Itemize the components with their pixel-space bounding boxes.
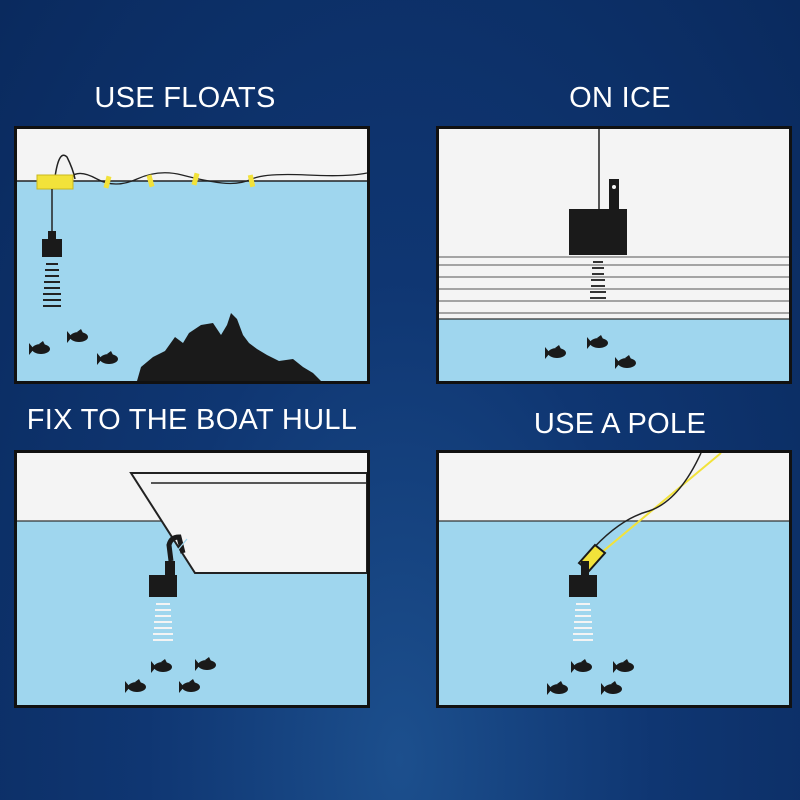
fish [601,681,622,695]
on-ice-panel [436,126,792,384]
fish [29,341,50,355]
transducer-mount [165,561,175,577]
fish-group [29,329,118,365]
fish [613,659,634,673]
bracket-arm [176,538,188,552]
boat-hull-panel [14,450,370,708]
transducer [569,209,627,255]
mount-hole [612,185,616,189]
use-floats-panel [14,126,370,384]
sonar-waves [43,263,61,307]
transducer [149,575,177,597]
transducer [569,575,597,597]
transducer-mount [48,231,56,241]
on-ice-illustration [439,129,789,381]
ice-layers [439,256,789,314]
boat-hull-illustration [17,472,367,705]
fish [179,679,200,693]
fish [195,657,216,671]
fish [587,335,608,349]
water [439,521,789,705]
fish-group [125,657,216,693]
transducer-mount [609,179,619,211]
fish-group [547,659,634,695]
rocky-bottom [137,313,321,381]
fish [545,345,566,359]
small-float [191,172,200,186]
fish [615,355,636,369]
cable [54,154,76,180]
sonar-waves [153,603,173,641]
sonar-waves [573,603,593,641]
float-line [70,172,367,185]
small-float [247,174,256,188]
fish-group [545,335,636,369]
transducer-mount [581,561,589,577]
use-a-pole-illustration [439,453,789,705]
fish [125,679,146,693]
use-floats-illustration [17,154,367,381]
float-block [36,174,74,190]
panel-title-on-ice: ON ICE [569,82,671,114]
fish [571,659,592,673]
panel-title-use-floats: USE FLOATS [94,82,276,114]
panel-title-use-a-pole: USE A POLE [533,408,707,440]
water [439,319,789,381]
small-float [103,175,112,189]
fish [547,681,568,695]
fish [67,329,88,343]
small-float [146,174,155,188]
sonar-waves [590,261,606,299]
use-a-pole-panel [436,450,792,708]
fish [97,351,118,365]
transducer [42,239,62,257]
transducer-cable [588,453,702,554]
transducer-bracket [166,534,186,562]
fish [151,659,172,673]
panel-title-boat-hull: FIX TO THE BOAT HULL [26,404,358,436]
